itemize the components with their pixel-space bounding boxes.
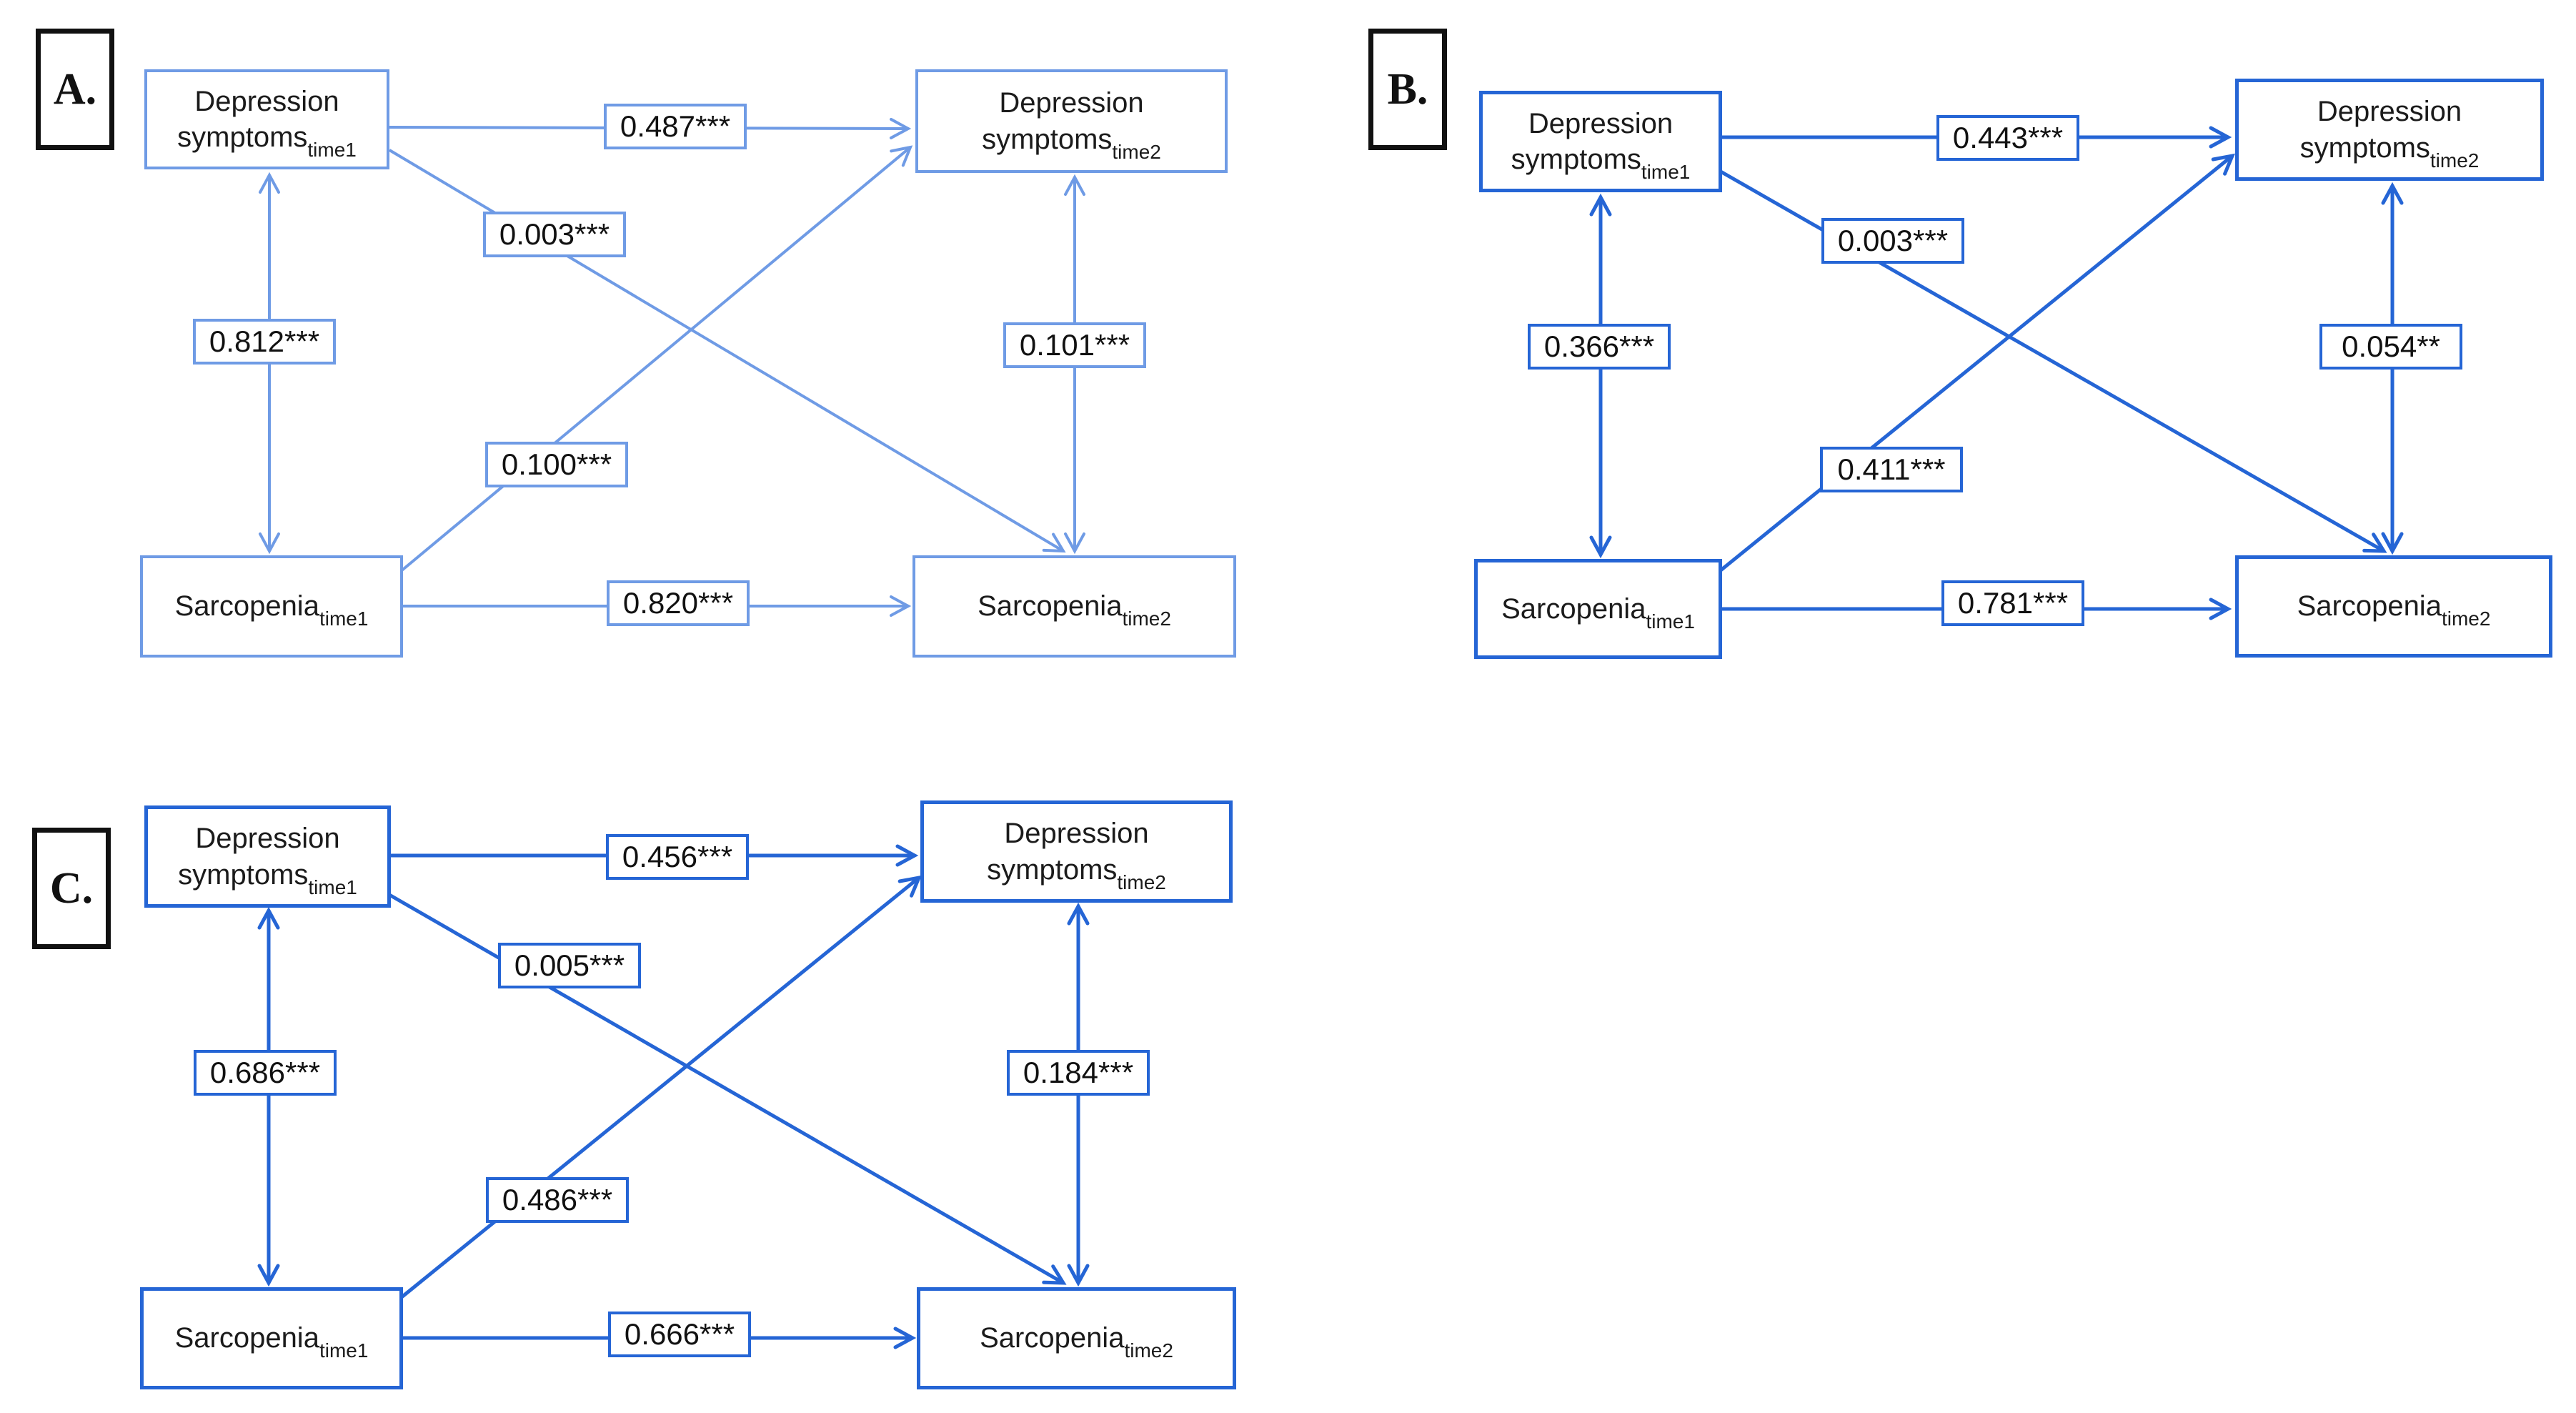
coef-b-time1-correlation: 0.366*** <box>1528 324 1671 370</box>
node-a-sarcopenia-time2: Sarcopeniatime2 <box>912 555 1236 658</box>
node-text: Sarcopeniatime1 <box>1501 593 1695 633</box>
arrow-b-sarc1-to-dep2 <box>1719 153 2236 572</box>
arrow-a-dep1-to-sarc2 <box>388 149 1066 553</box>
node-text: Depression symptomstime1 <box>1511 107 1691 184</box>
node-b-sarcopenia-time1: Sarcopeniatime1 <box>1474 559 1722 659</box>
coef-a-sarc-stability: 0.820*** <box>607 580 750 626</box>
node-a-sarcopenia-time1: Sarcopeniatime1 <box>140 555 403 658</box>
node-text: Sarcopeniatime2 <box>2297 590 2491 630</box>
node-a-depression-time2: Depression symptomstime2 <box>915 69 1228 173</box>
coef-b-sarc-stability: 0.781*** <box>1941 580 2084 626</box>
node-text: Depression symptomstime2 <box>982 87 1161 163</box>
panel-letter-text-a: A. <box>53 64 97 114</box>
node-b-depression-time1: Depression symptomstime1 <box>1479 91 1722 192</box>
coef-c-time1-correlation: 0.686*** <box>194 1050 337 1096</box>
node-c-sarcopenia-time1: Sarcopeniatime1 <box>140 1287 403 1389</box>
node-a-depression-time1: Depression symptomstime1 <box>144 69 389 169</box>
coef-a-dep1-to-sarc2: 0.003*** <box>483 212 626 257</box>
node-text: Sarcopeniatime2 <box>980 1322 1173 1362</box>
coef-b-time2-correlation: 0.054** <box>2319 324 2462 370</box>
coef-a-dep-stability: 0.487*** <box>604 104 747 149</box>
panel-label-c: C. <box>32 828 111 949</box>
panel-letter-text-c: C. <box>49 863 94 913</box>
panel-letter-text-b: B. <box>1387 64 1428 114</box>
coef-a-sarc1-to-dep2: 0.100*** <box>485 442 628 487</box>
coef-a-time2-correlation: 0.101*** <box>1003 322 1146 368</box>
coef-c-sarc1-to-dep2: 0.486*** <box>486 1177 629 1223</box>
node-text: Sarcopeniatime1 <box>174 1322 369 1362</box>
coef-c-sarc-stability: 0.666*** <box>608 1312 751 1357</box>
coef-b-dep-stability: 0.443*** <box>1936 115 2079 161</box>
node-text: Depression symptomstime1 <box>178 823 357 898</box>
node-c-sarcopenia-time2: Sarcopeniatime2 <box>917 1287 1236 1389</box>
node-text: Depression symptomstime2 <box>987 818 1166 893</box>
node-b-sarcopenia-time2: Sarcopeniatime2 <box>2235 555 2552 658</box>
node-text: Depression symptomstime1 <box>177 85 357 162</box>
node-c-depression-time1: Depression symptomstime1 <box>144 805 391 908</box>
coef-a-time1-correlation: 0.812*** <box>193 319 336 365</box>
node-b-depression-time2: Depression symptomstime2 <box>2235 79 2544 181</box>
arrow-b-dep1-to-sarc2 <box>1719 169 2387 553</box>
coef-b-sarc1-to-dep2: 0.411*** <box>1820 447 1963 492</box>
node-text: Depression symptomstime2 <box>2299 96 2480 172</box>
coef-c-dep1-to-sarc2: 0.005*** <box>498 943 641 988</box>
coef-b-dep1-to-sarc2: 0.003*** <box>1821 218 1964 264</box>
node-c-depression-time2: Depression symptomstime2 <box>920 800 1233 903</box>
node-text: Sarcopeniatime1 <box>174 590 369 630</box>
node-text: Sarcopeniatime2 <box>978 590 1171 630</box>
panel-label-a: A. <box>36 29 114 150</box>
coef-c-dep-stability: 0.456*** <box>606 834 749 880</box>
arrow-c-sarc1-to-dep2 <box>400 875 923 1299</box>
arrow-a-sarc1-to-dep2 <box>399 145 913 573</box>
panel-label-b: B. <box>1368 29 1447 150</box>
coef-c-time2-correlation: 0.184*** <box>1007 1050 1150 1096</box>
